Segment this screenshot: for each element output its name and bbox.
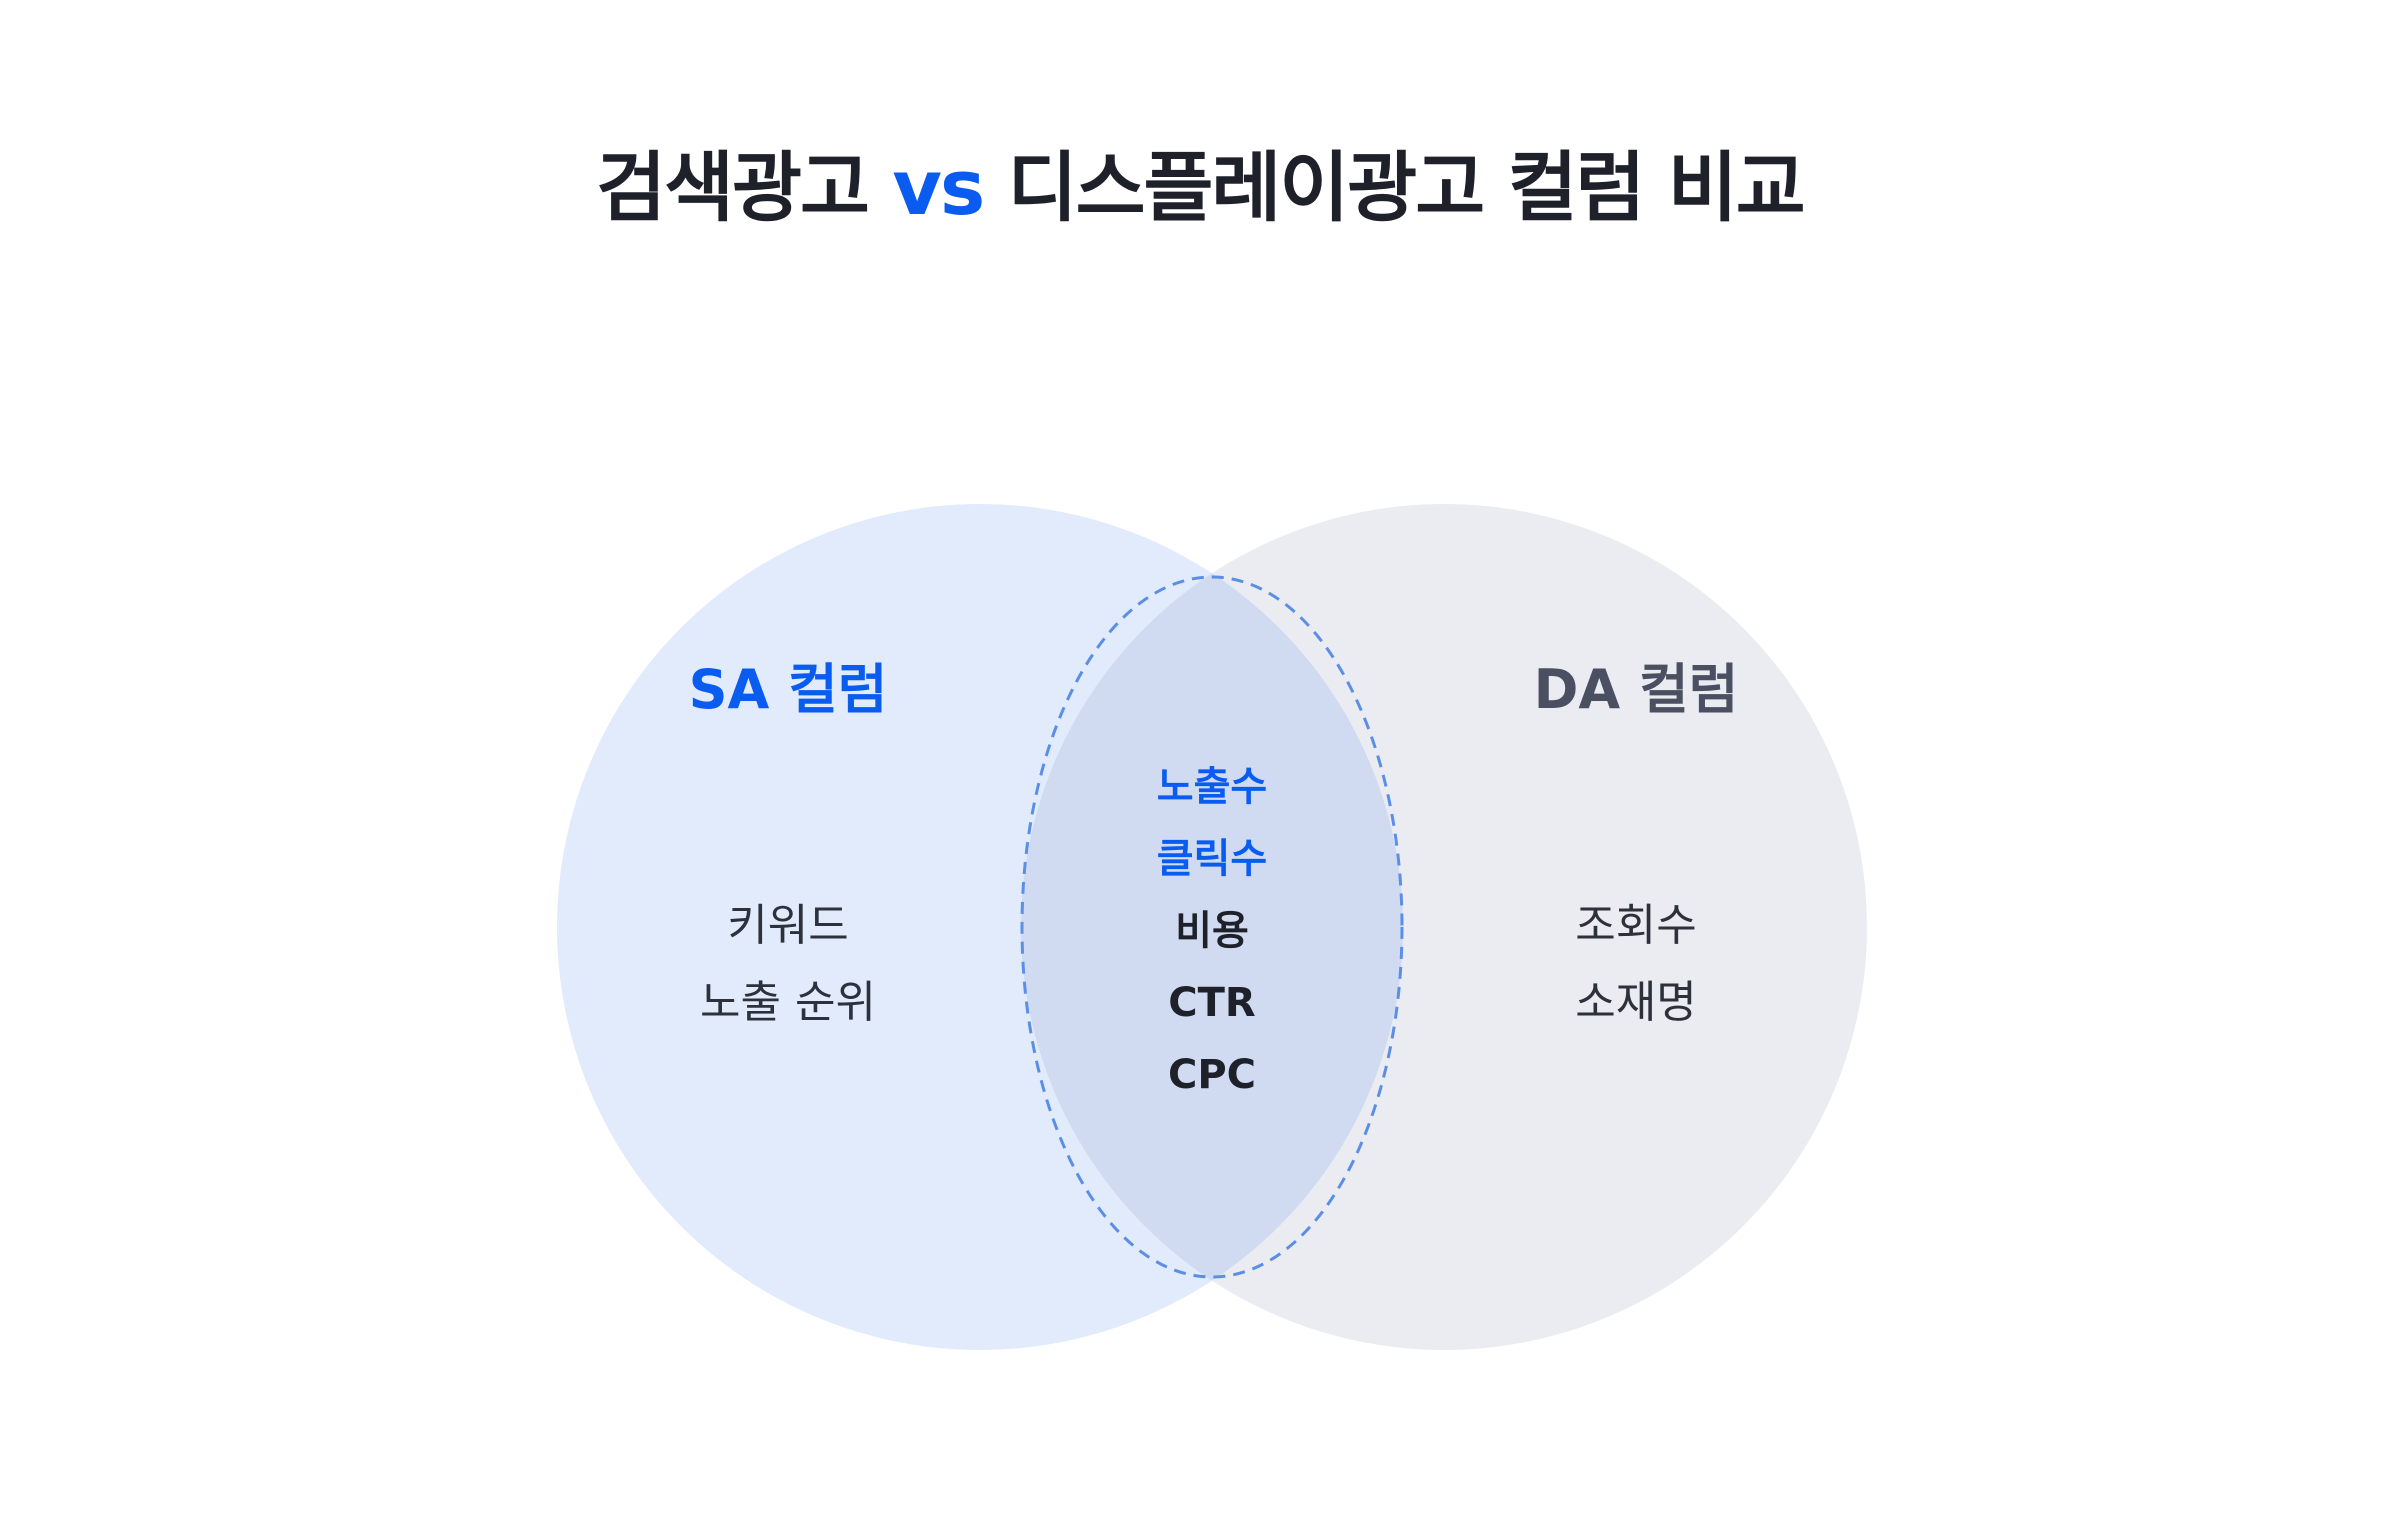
overlap-item-cost: 비용 [1175, 908, 1249, 954]
da-label: DA 컬럼 [1534, 658, 1739, 721]
title-vs: vs [892, 143, 985, 232]
overlap-item-clicks: 클릭수 [1157, 836, 1267, 882]
sa-label: SA 컬럼 [689, 658, 888, 721]
sa-item-rank: 노출 순위 [700, 977, 876, 1028]
overlap-region [1021, 504, 1403, 1350]
da-item-views: 조회수 [1575, 900, 1696, 951]
sa-item-keyword: 키워드 [727, 900, 848, 951]
overlap-item-ctr: CTR [1168, 980, 1255, 1026]
page-title: 검색광고 vs 디스플레이광고 컬럼 비교 [0, 138, 2400, 238]
overlap-item-cpc: CPC [1168, 1052, 1256, 1098]
title-part-search-ads: 검색광고 [596, 143, 870, 232]
overlap-dashed-outline [1020, 575, 1404, 1279]
title-part-display-ads: 디스플레이광고 컬럼 비교 [1007, 143, 1806, 232]
overlap-item-impressions: 노출수 [1157, 764, 1267, 810]
da-item-creative: 소재명 [1575, 977, 1696, 1028]
